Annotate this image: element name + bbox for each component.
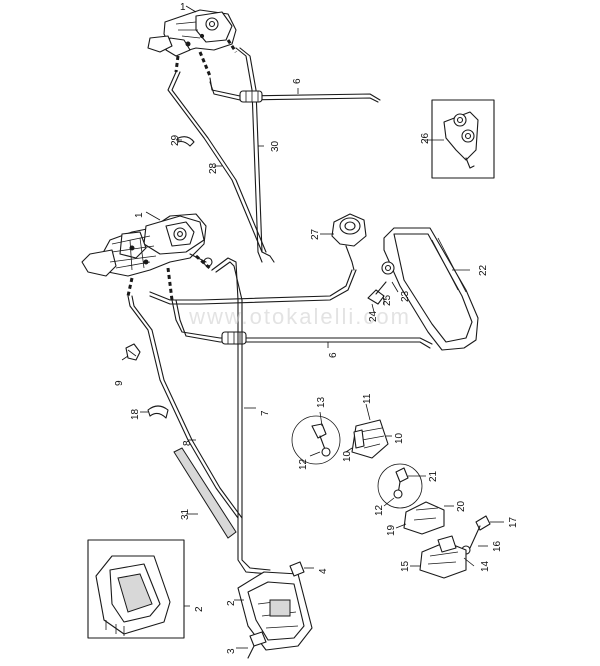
- label-14: 14: [480, 560, 491, 572]
- part-labels: 1 6 26 29 30 28 1 27 22 23 25 24: [114, 2, 519, 654]
- label-7: 7: [260, 410, 271, 416]
- hinge-detail-19-21: [377, 463, 445, 535]
- lower-rods: [127, 251, 433, 575]
- label-29: 29: [170, 134, 181, 146]
- inset-box-26: [431, 99, 495, 179]
- label-17: 17: [508, 516, 519, 528]
- label-1-upper: 1: [180, 2, 186, 13]
- label-6-lower: 6: [328, 352, 339, 358]
- label-15: 15: [400, 560, 411, 572]
- label-19: 19: [386, 524, 397, 536]
- label-26: 26: [420, 132, 431, 144]
- label-25: 25: [382, 294, 393, 306]
- upper-rods: [167, 47, 381, 253]
- label-9: 9: [114, 380, 125, 386]
- label-20: 20: [456, 500, 467, 512]
- label-12-lower: 12: [374, 504, 385, 516]
- label-12-upper: 12: [298, 458, 309, 470]
- label-2-handle: 2: [226, 600, 237, 606]
- label-11: 11: [362, 393, 373, 404]
- clip-9: [125, 343, 141, 361]
- label-27: 27: [310, 228, 321, 240]
- label-30: 30: [270, 140, 281, 152]
- label-10-right: 10: [394, 432, 405, 444]
- label-6-upper: 6: [292, 78, 303, 84]
- trim-strip-31: [173, 447, 237, 539]
- label-16: 16: [492, 540, 503, 552]
- label-18: 18: [130, 408, 141, 420]
- label-24: 24: [368, 310, 379, 322]
- label-2-inset: 2: [194, 606, 205, 612]
- interior-handle-22: [383, 227, 479, 351]
- label-23: 23: [400, 290, 411, 302]
- watermark: www.otokalelli.com: [188, 304, 411, 329]
- label-8: 8: [182, 440, 193, 446]
- clip-29: [177, 136, 195, 147]
- label-28: 28: [208, 162, 219, 174]
- label-22: 22: [478, 264, 489, 276]
- label-21: 21: [428, 470, 439, 482]
- clip-18: [147, 405, 169, 419]
- lower-door-latch: [81, 213, 213, 301]
- hinge-detail-10-13: [291, 415, 389, 465]
- exterior-handle-2: [237, 561, 313, 659]
- label-3: 3: [226, 648, 237, 654]
- lock-cylinder-27: [331, 213, 367, 271]
- label-4: 4: [318, 568, 329, 574]
- screw-24-25-washer-23: [367, 261, 395, 305]
- label-13: 13: [316, 396, 327, 408]
- label-1-lower: 1: [134, 212, 145, 218]
- label-10-left: 10: [342, 450, 353, 462]
- inset-box-2: [87, 539, 185, 639]
- hinge-detail-14-17: [419, 515, 491, 579]
- label-31: 31: [180, 508, 191, 520]
- upper-door-latch: [147, 9, 238, 77]
